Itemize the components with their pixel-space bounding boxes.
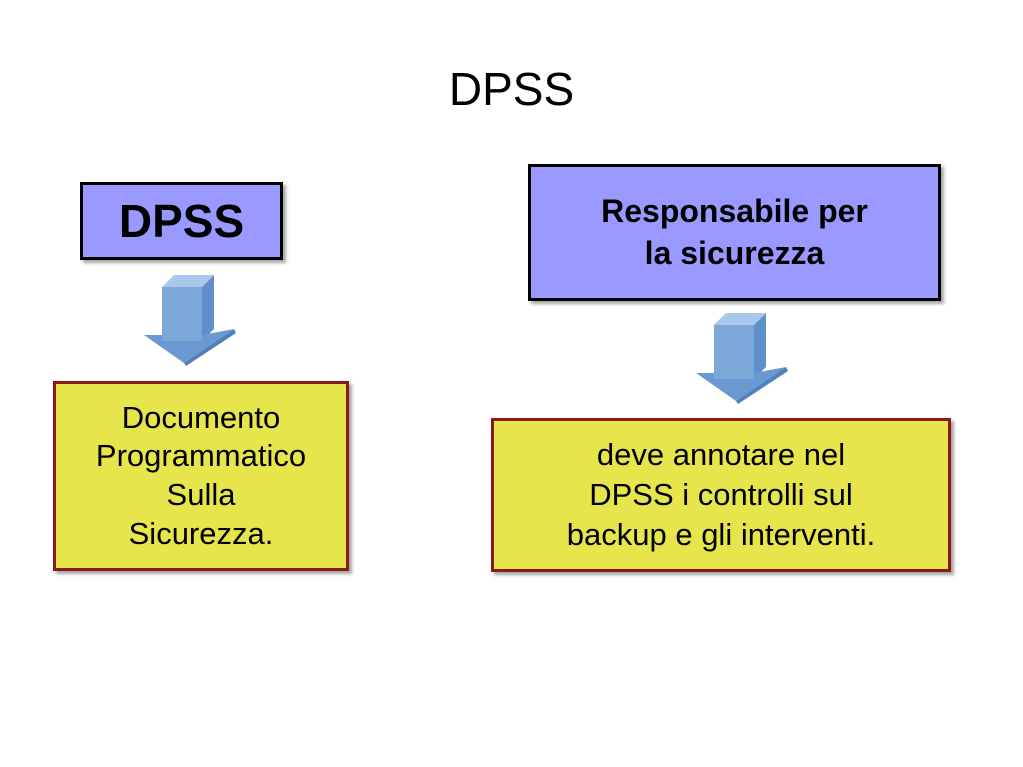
down-arrow-icon <box>144 275 236 366</box>
annotazione-line: DPSS i controlli sul <box>589 476 853 512</box>
annotazione-box: deve annotare nel DPSS i controlli sul b… <box>491 418 951 572</box>
documento-line: Documento <box>121 399 281 435</box>
documento-line: Sicurezza. <box>128 515 274 551</box>
annotazione-line: backup e gli interventi. <box>566 517 876 553</box>
documento-line: Programmatico <box>95 438 307 474</box>
down-arrow-icon <box>696 313 788 404</box>
slide-title: DPSS <box>448 63 575 115</box>
dpss-box: DPSS <box>80 182 283 260</box>
documento-line: Sulla <box>166 477 236 512</box>
dpss-box-label: DPSS <box>118 195 245 247</box>
responsabile-box: Responsabile per la sicurezza <box>528 164 941 301</box>
annotazione-line: deve annotare nel <box>596 436 846 472</box>
documento-box: Documento Programmatico Sulla Sicurezza. <box>53 381 349 571</box>
responsabile-line: la sicurezza <box>644 234 825 271</box>
responsabile-line: Responsabile per <box>601 192 868 229</box>
